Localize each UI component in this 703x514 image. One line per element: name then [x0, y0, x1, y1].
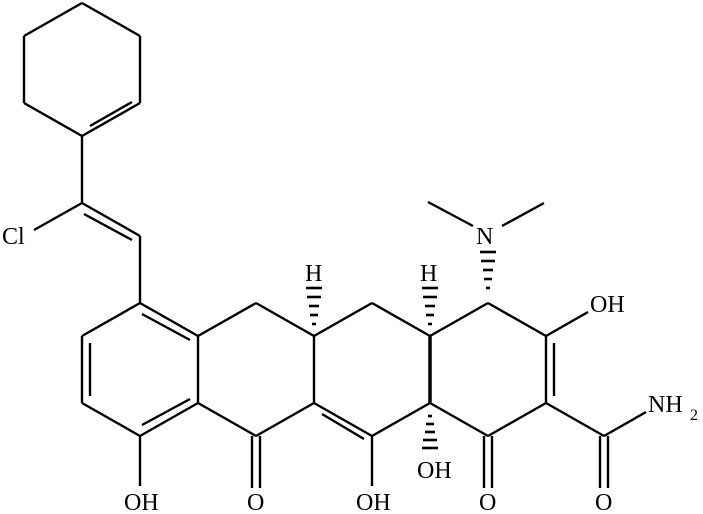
label-o-c11: O	[247, 490, 264, 514]
ring-a-aromatic	[80, 301, 200, 486]
vinyl-chloride-linker	[33, 136, 142, 303]
ring-d	[429, 301, 605, 488]
label-oh-c12a: OH	[417, 458, 452, 484]
label-o-amide: O	[595, 490, 612, 514]
hashed-wedge-bonds	[306, 250, 496, 450]
label-o-c1: O	[479, 490, 496, 514]
label-nh: NH	[648, 392, 683, 418]
dimethylamino-group	[427, 200, 545, 228]
label-n: N	[476, 224, 493, 250]
label-oh-phenol: OH	[124, 490, 159, 514]
label-h-right: H	[420, 261, 437, 287]
label-h-left: H	[305, 261, 322, 287]
cyclohexene-ring	[22, 1, 142, 138]
label-oh-c12: OH	[356, 490, 391, 514]
ring-b	[197, 301, 316, 488]
amide-group	[598, 410, 647, 488]
ring-c	[313, 301, 432, 486]
label-oh-c3: OH	[590, 292, 625, 318]
label-nh-subscript: 2	[690, 407, 698, 424]
label-cl: Cl	[2, 224, 25, 250]
